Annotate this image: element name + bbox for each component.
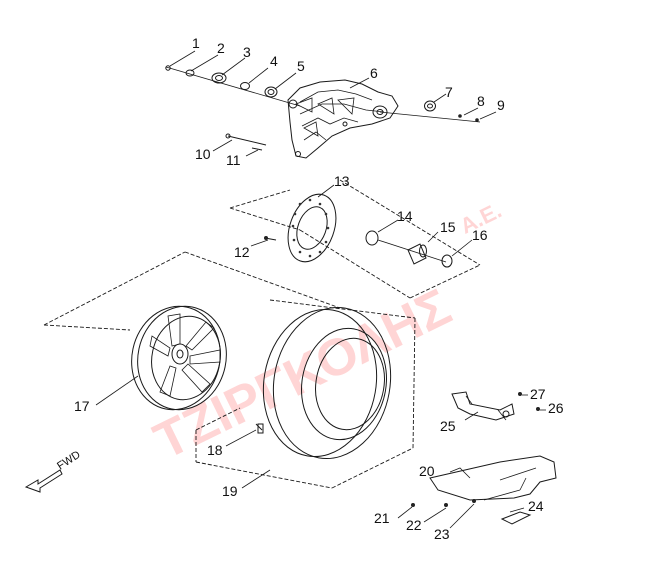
- part-25-bracket: [451, 391, 515, 421]
- forward-direction-indicator: FWD: [24, 449, 83, 493]
- callout-17: 17: [74, 398, 90, 414]
- callout-27: 27: [530, 386, 546, 402]
- callout-6: 6: [370, 65, 378, 81]
- callout-22: 22: [406, 517, 422, 533]
- part-22-washer: [444, 503, 448, 507]
- callout-8: 8: [477, 93, 485, 109]
- part-27-nut: [518, 392, 522, 396]
- part-6-swing-arm: [287, 79, 399, 159]
- part-4-ring: [240, 82, 250, 90]
- callout-25: 25: [440, 418, 456, 434]
- callout-26: 26: [548, 400, 564, 416]
- part-3-seal: [211, 72, 227, 84]
- part-26-bolt: [536, 407, 540, 411]
- part-19-tire: [255, 306, 392, 460]
- part-13-brake-disc: [287, 193, 337, 263]
- callout-18: 18: [207, 442, 223, 458]
- part-2-washer: [185, 69, 195, 77]
- part-21-screw: [411, 503, 415, 507]
- part-7-bushing: [424, 100, 436, 112]
- part-1-nut: [165, 65, 171, 71]
- forward-arrow-icon: [24, 469, 63, 493]
- callout-16: 16: [472, 227, 488, 243]
- callout-21: 21: [374, 510, 390, 526]
- leader-lines: [95, 50, 546, 529]
- callout-24: 24: [528, 498, 544, 514]
- part-5-bearing: [264, 86, 278, 98]
- callout-23: 23: [434, 526, 450, 542]
- callout-9: 9: [497, 97, 505, 113]
- callout-10: 10: [195, 146, 211, 162]
- callout-13: 13: [334, 173, 350, 189]
- callout-14: 14: [397, 208, 413, 224]
- axle-plane-outline: [229, 179, 481, 299]
- part-18-valve: [255, 423, 263, 431]
- callout-7: 7: [445, 84, 453, 100]
- brake-disc-assembly: [264, 193, 453, 268]
- part-24-reflector: [500, 511, 532, 525]
- callout-4: 4: [270, 53, 278, 69]
- callout-5: 5: [297, 58, 305, 74]
- tire-plane-outline: [195, 299, 416, 489]
- wheel-plane-outline: [43, 251, 341, 331]
- callout-3: 3: [243, 44, 251, 60]
- part-20-rear-mudguard: [429, 455, 557, 501]
- callout-11: 11: [226, 152, 241, 168]
- callout-15: 15: [440, 219, 456, 235]
- part-14-seal: [365, 230, 379, 246]
- part-8-nut: [458, 114, 462, 118]
- part-9-washer: [475, 118, 479, 122]
- part-11-washer: [251, 147, 263, 151]
- callout-20: 20: [419, 463, 435, 479]
- callout-1: 1: [192, 35, 200, 51]
- part-17-rim: [131, 305, 227, 411]
- callout-labels: 1 2 3 4 5 6 7 8 9 10 11 12 13 14 15 16 1…: [74, 35, 564, 542]
- callout-12: 12: [234, 244, 250, 260]
- part-23-clip: [472, 499, 476, 503]
- swing-arm-assembly: [165, 65, 481, 159]
- part-15-spacer: [407, 243, 427, 265]
- part-10-bolt: [227, 135, 267, 146]
- callout-2: 2: [217, 40, 225, 56]
- forward-label: FWD: [55, 449, 83, 473]
- callout-19: 19: [222, 483, 238, 499]
